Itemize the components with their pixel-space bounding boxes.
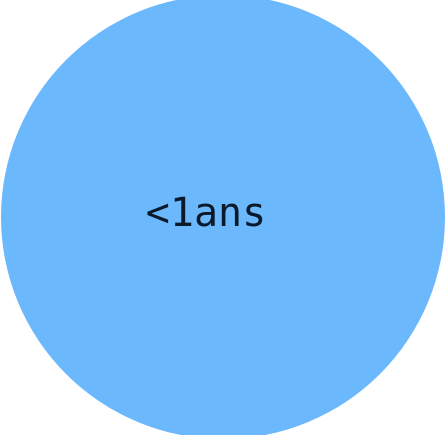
pie-labels: <1ans <box>146 190 266 236</box>
pie-slice-label-0: <1ans <box>146 190 266 236</box>
